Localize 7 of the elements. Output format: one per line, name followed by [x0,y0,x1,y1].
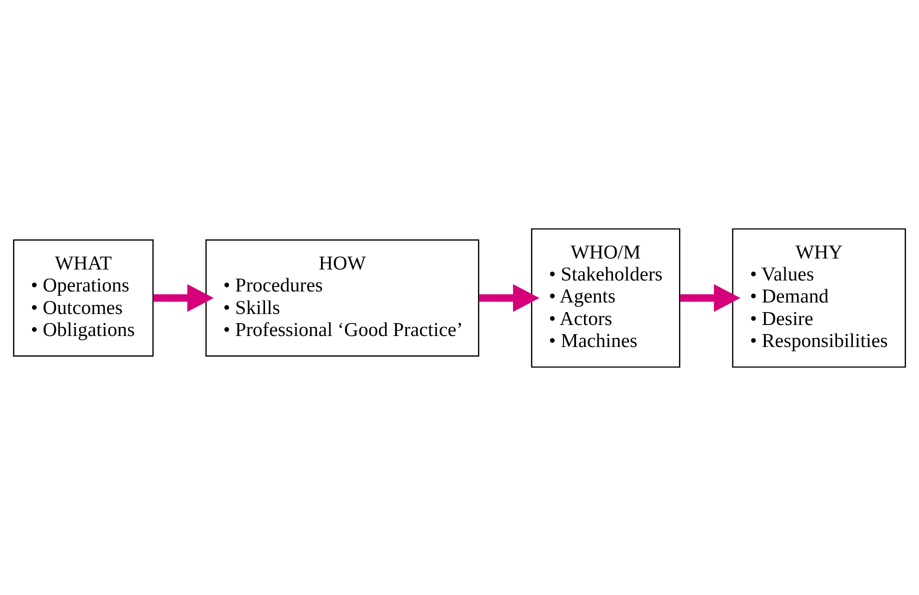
node-box: WHO/M • Stakeholders • Agents • Actors • Machines [531,228,680,368]
arrow [153,284,214,312]
arrow [680,284,740,312]
arrow [478,284,540,312]
node-box: WHAT • Operations • Outcomes • Obligations [13,238,154,356]
node-box: WHY • Values • Demand • Desire • Responsibilities [732,228,906,368]
node-box: HOW • Procedures • Skills • Professional ‘Good Practice’ [205,238,480,356]
